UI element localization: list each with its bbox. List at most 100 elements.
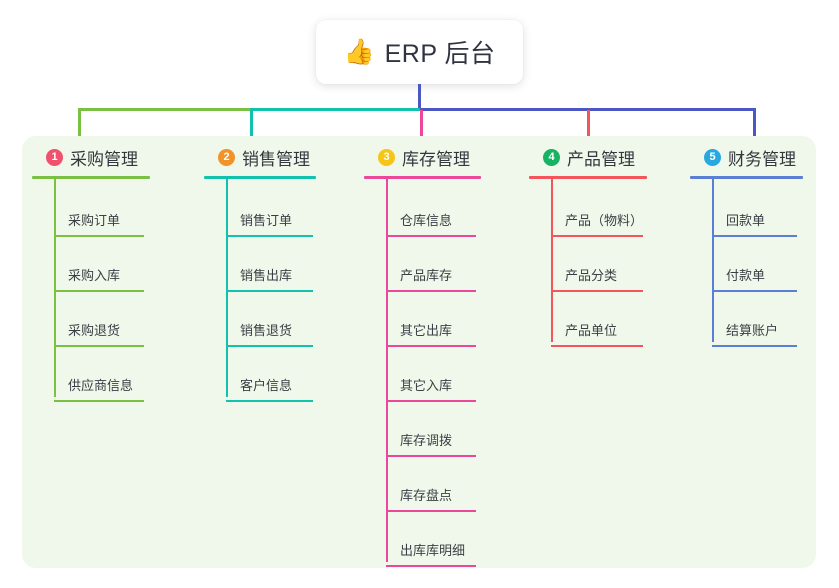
leaf-item-label: 采购入库 <box>68 268 121 283</box>
leaf-item-rule <box>386 235 476 237</box>
drop-stem-purchase <box>78 110 81 137</box>
column-header-3[interactable]: 3 库存管理 <box>364 144 514 170</box>
leaf-item[interactable]: 客户信息 <box>226 375 313 402</box>
column-rule-4 <box>529 176 647 179</box>
leaf-item[interactable]: 回款单 <box>712 210 797 237</box>
leaf-item-label: 库存调拨 <box>400 433 453 448</box>
leaf-item-label: 销售订单 <box>240 213 293 228</box>
column-badge-5: 5 <box>704 148 721 166</box>
leaf-item-rule <box>712 345 797 347</box>
leaf-item[interactable]: 供应商信息 <box>54 375 144 402</box>
column-rule-2 <box>204 176 316 179</box>
leaf-item[interactable]: 库存调拨 <box>386 430 476 457</box>
leaf-item[interactable]: 销售订单 <box>226 210 313 237</box>
drop-stem-sales <box>250 110 253 137</box>
leaf-item-label: 产品单位 <box>565 323 618 338</box>
bus-segment-teal <box>250 108 420 111</box>
leaf-item-rule <box>712 290 797 292</box>
leaf-item[interactable]: 产品库存 <box>386 265 476 292</box>
leaf-item-label: 付款单 <box>726 268 766 283</box>
leaf-item[interactable]: 其它出库 <box>386 320 476 347</box>
leaf-item-rule <box>226 235 313 237</box>
leaf-item[interactable]: 仓库信息 <box>386 210 476 237</box>
leaf-item-rule <box>386 345 476 347</box>
column-spine-3 <box>386 179 388 562</box>
leaf-item-label: 仓库信息 <box>400 213 453 228</box>
leaf-item[interactable]: 结算账户 <box>712 320 797 347</box>
thumbs-up-icon: 👍 <box>343 37 375 66</box>
leaf-item-label: 产品库存 <box>400 268 453 283</box>
leaf-item-rule <box>226 290 313 292</box>
column-3: 3 库存管理仓库信息产品库存其它出库其它入库库存调拨库存盘点出库库明细 <box>364 144 514 567</box>
column-badge-1: 1 <box>46 148 63 166</box>
column-badge-2: 2 <box>218 148 235 166</box>
column-rule-1 <box>32 176 150 179</box>
leaf-item-label: 产品分类 <box>565 268 618 283</box>
leaf-item[interactable]: 销售出库 <box>226 265 313 292</box>
leaf-item-rule <box>386 565 476 567</box>
root-stem-connector <box>418 84 421 110</box>
leaf-item[interactable]: 采购退货 <box>54 320 144 347</box>
column-spine-4 <box>551 179 553 342</box>
leaf-item-label: 采购退货 <box>68 323 121 338</box>
leaf-item[interactable]: 其它入库 <box>386 375 476 402</box>
column-header-1[interactable]: 1 采购管理 <box>32 144 182 170</box>
leaf-item-rule <box>551 235 643 237</box>
leaf-item[interactable]: 采购入库 <box>54 265 144 292</box>
root-title: ERP 后台 <box>384 40 496 68</box>
leaf-item[interactable]: 产品（物料） <box>551 210 643 237</box>
column-spine-1 <box>54 179 56 397</box>
leaf-item-label: 回款单 <box>726 213 766 228</box>
bus-segment-blue <box>420 108 756 111</box>
leaf-item[interactable]: 库存盘点 <box>386 485 476 512</box>
drop-stem-finance <box>753 110 756 137</box>
leaf-item-label: 销售出库 <box>240 268 293 283</box>
column-title-5: 财务管理 <box>728 149 796 169</box>
leaf-item[interactable]: 采购订单 <box>54 210 144 237</box>
leaf-item-label: 采购订单 <box>68 213 121 228</box>
leaf-item-label: 其它入库 <box>400 378 453 393</box>
column-5: 5 财务管理回款单付款单结算账户 <box>690 144 825 347</box>
leaf-item[interactable]: 出库库明细 <box>386 540 476 567</box>
leaf-item-rule <box>551 345 643 347</box>
leaf-item[interactable]: 产品单位 <box>551 320 643 347</box>
root-node-card[interactable]: 👍 ERP 后台 <box>316 20 523 84</box>
bus-segment-green <box>78 108 250 111</box>
column-header-4[interactable]: 4 产品管理 <box>529 144 671 170</box>
leaf-item-label: 供应商信息 <box>68 378 134 393</box>
column-title-4: 产品管理 <box>567 149 635 169</box>
column-title-1: 采购管理 <box>70 149 138 169</box>
leaf-item-label: 库存盘点 <box>400 488 453 503</box>
leaf-item[interactable]: 产品分类 <box>551 265 643 292</box>
leaf-item-rule <box>386 290 476 292</box>
leaf-item-rule <box>386 510 476 512</box>
leaf-item-rule <box>712 235 797 237</box>
leaf-item-label: 销售退货 <box>240 323 293 338</box>
leaf-item-rule <box>386 455 476 457</box>
column-header-5[interactable]: 5 财务管理 <box>690 144 825 170</box>
column-spine-2 <box>226 179 228 397</box>
leaf-item-rule <box>54 345 144 347</box>
leaf-item-rule <box>54 290 144 292</box>
column-badge-3: 3 <box>378 148 395 166</box>
leaf-item-rule <box>226 400 313 402</box>
leaf-item-rule <box>551 290 643 292</box>
column-title-3: 库存管理 <box>402 149 470 169</box>
leaf-item-label: 出库库明细 <box>400 543 466 558</box>
column-1: 1 采购管理采购订单采购入库采购退货供应商信息 <box>32 144 182 402</box>
leaf-item-rule <box>54 235 144 237</box>
leaf-item-label: 其它出库 <box>400 323 453 338</box>
column-spine-5 <box>712 179 714 342</box>
leaf-item-label: 客户信息 <box>240 378 293 393</box>
leaf-item-label: 结算账户 <box>726 323 779 338</box>
leaf-item[interactable]: 付款单 <box>712 265 797 292</box>
leaf-item-label: 产品（物料） <box>565 213 644 228</box>
leaf-item-rule <box>226 345 313 347</box>
content-panel <box>22 136 816 568</box>
column-badge-4: 4 <box>543 148 560 166</box>
leaf-item[interactable]: 销售退货 <box>226 320 313 347</box>
leaf-item-rule <box>386 400 476 402</box>
column-rule-5 <box>690 176 803 179</box>
